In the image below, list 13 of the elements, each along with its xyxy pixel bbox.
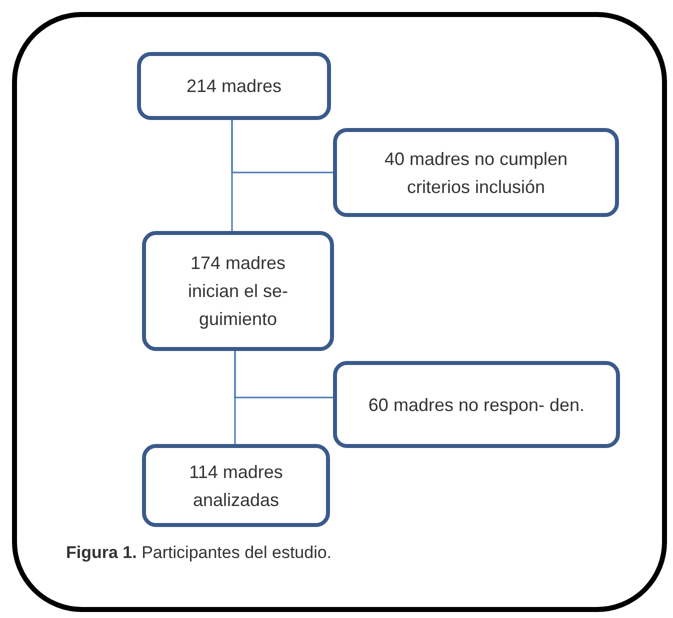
box-text: 40 madres no cumplen criterios inclusión (383, 148, 569, 198)
connector-line (234, 351, 333, 398)
box-text: 114 madres analizadas (188, 460, 284, 512)
process-box (142, 231, 334, 351)
box-text: 214 madres (185, 75, 283, 98)
figure-caption: Figura 1. Participantes del estudio. (66, 542, 332, 564)
box-text: 60 madres no respon- den. (367, 394, 586, 417)
process-box (137, 52, 331, 120)
process-box (333, 128, 619, 217)
box-text: 174 madres inician el se- guimiento (186, 252, 290, 331)
connector-line (231, 120, 333, 174)
process-box (333, 361, 620, 448)
process-box (142, 444, 330, 527)
